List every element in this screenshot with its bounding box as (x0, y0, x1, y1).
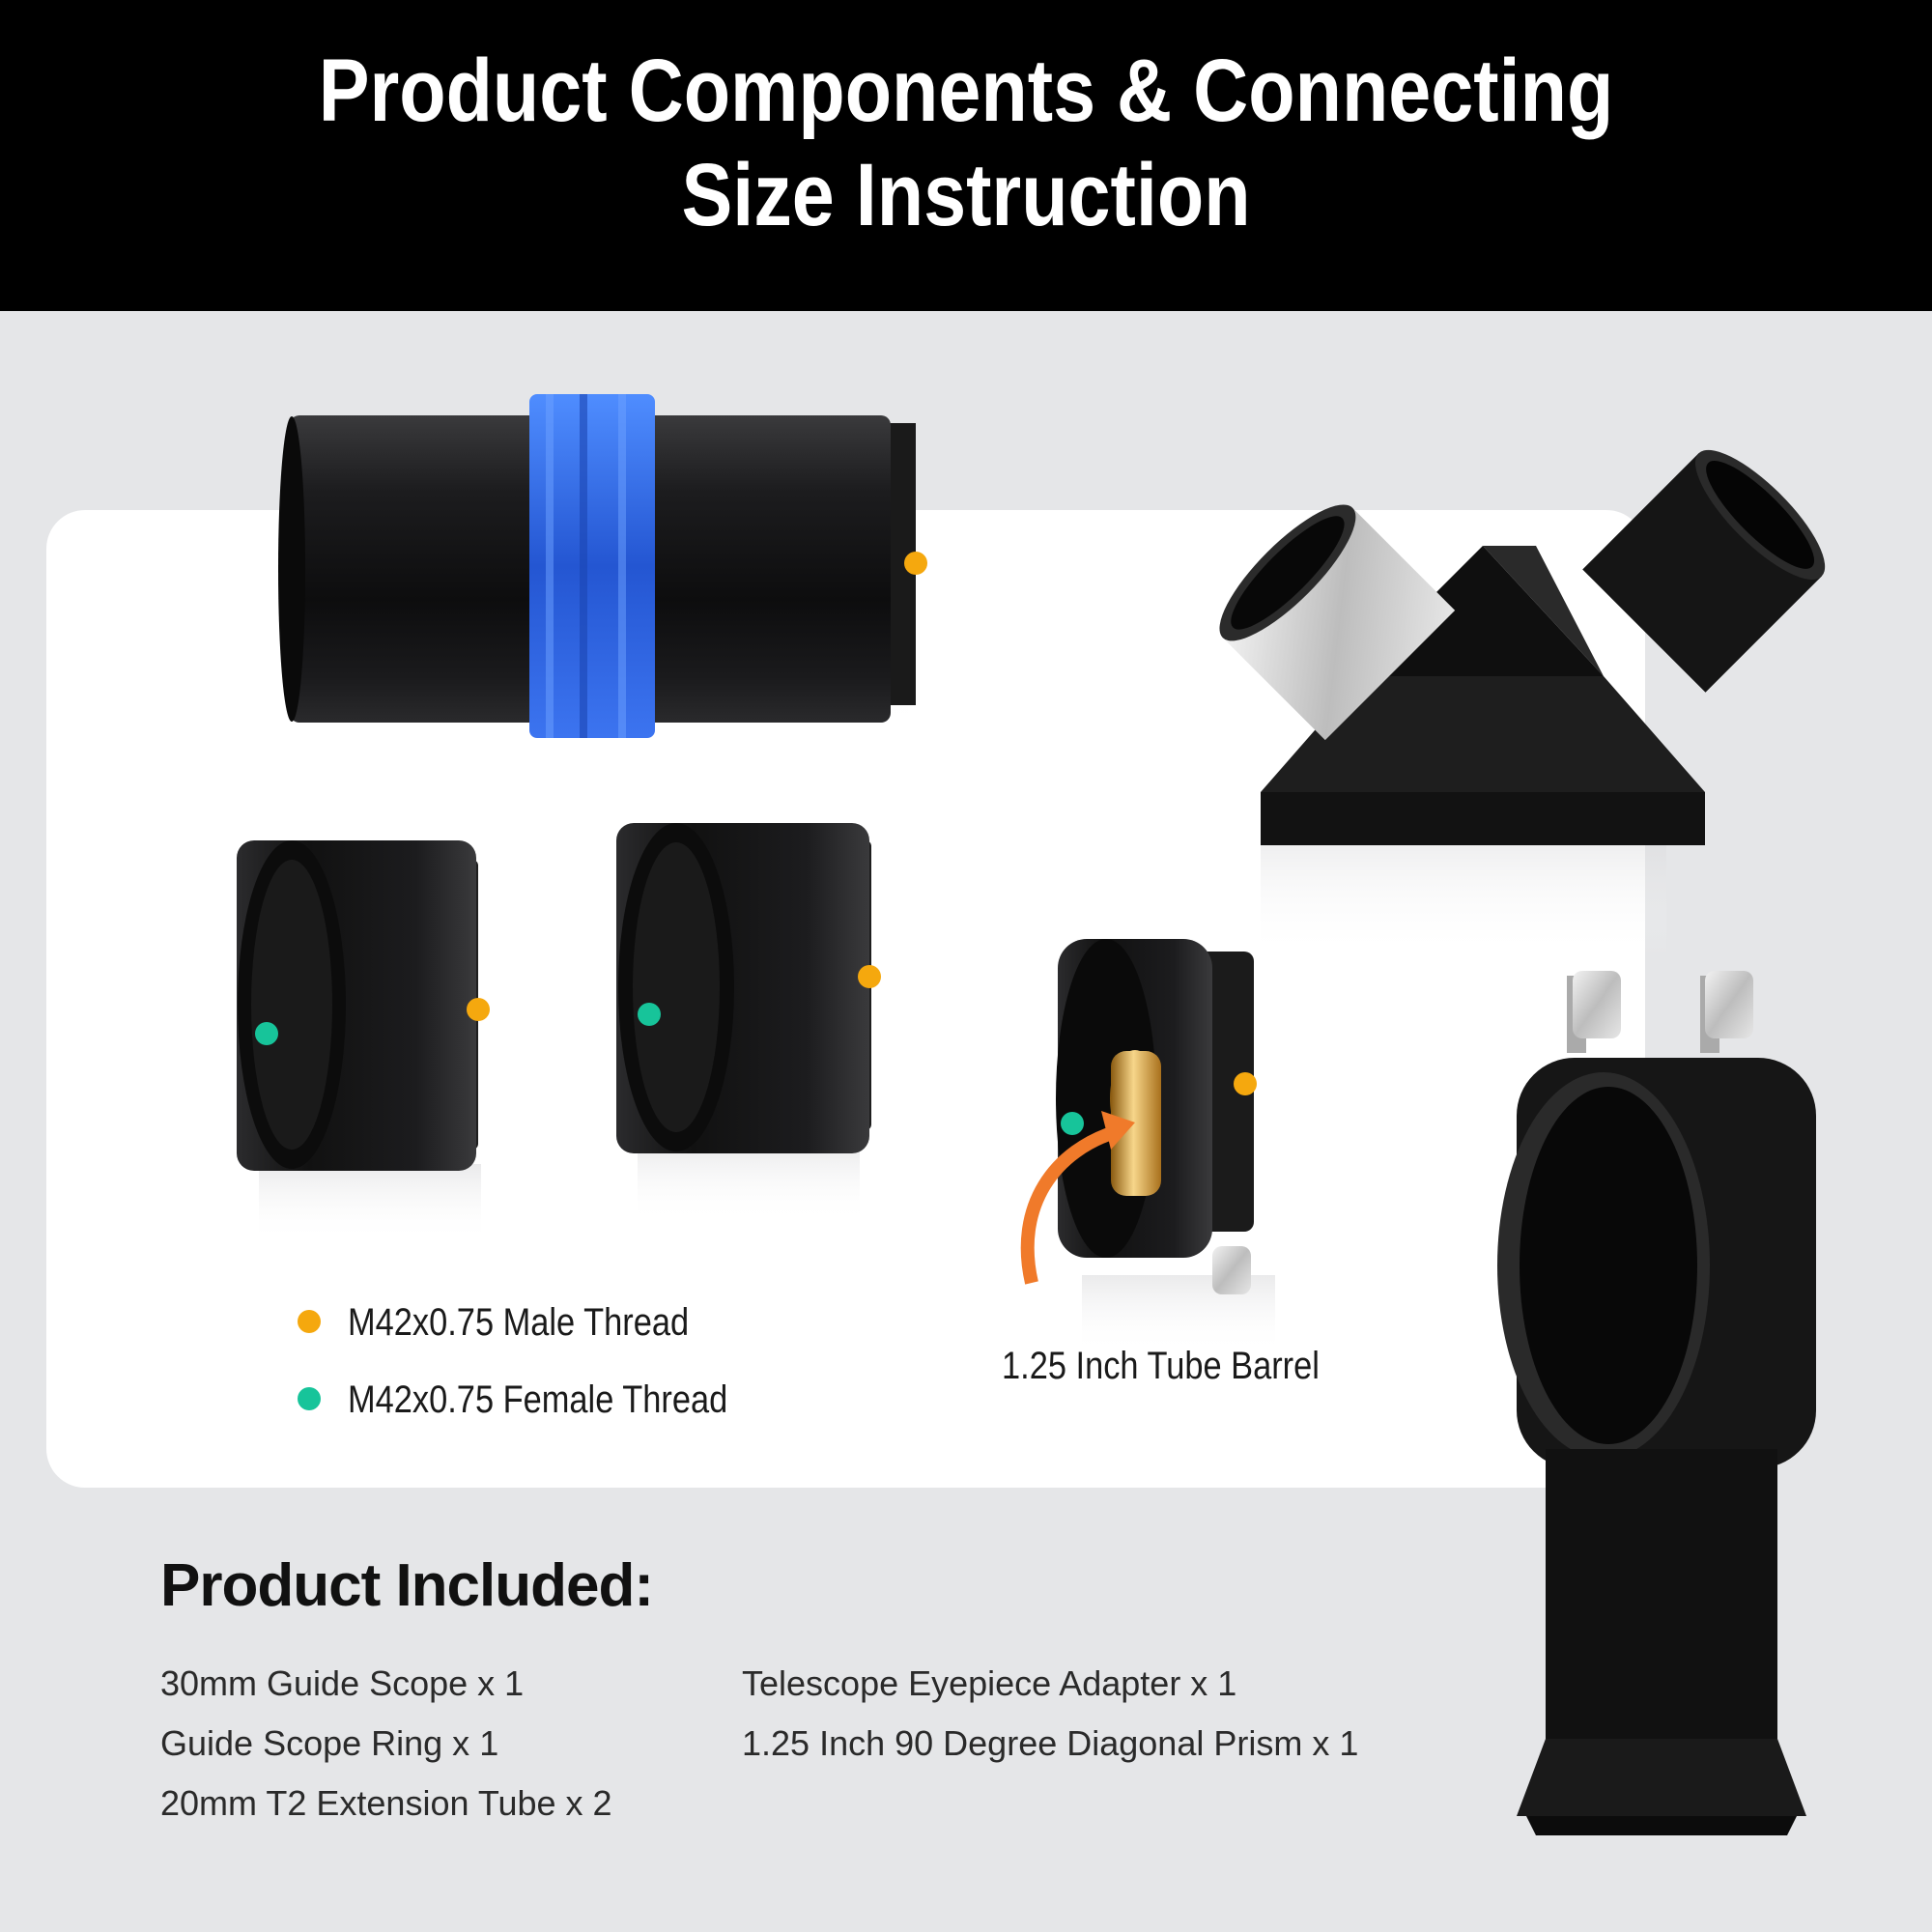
male-thread-dot (467, 998, 490, 1021)
legend-female-label: M42x0.75 Female Thread (348, 1378, 728, 1421)
included-item: 1.25 Inch 90 Degree Diagonal Prism x 1 (742, 1723, 1359, 1763)
guide-scope-ring-illustration (1497, 971, 1816, 1835)
title-line-2: Size Instruction (681, 146, 1251, 244)
page-title: Product Components & Connecting Size Ins… (135, 39, 1797, 247)
male-thread-dot (858, 965, 881, 988)
female-thread-dot (255, 1022, 278, 1045)
female-thread-dot (1061, 1112, 1084, 1135)
eyepiece-adapter-illustration (1020, 939, 1275, 1352)
orange-arrow (1020, 1123, 1123, 1285)
header-banner: Product Components & Connecting Size Ins… (0, 0, 1932, 311)
female-thread-dot (638, 1003, 661, 1026)
thumb-screw (1212, 1246, 1251, 1294)
legend-female-dot (298, 1387, 321, 1410)
title-line-1: Product Components & Connecting (318, 42, 1614, 140)
silver-eyepiece-barrel (1219, 504, 1456, 741)
tube-barrel-callout: 1.25 Inch Tube Barrel (1002, 1345, 1320, 1387)
black-nosepiece-barrel (1582, 449, 1826, 693)
included-item: Telescope Eyepiece Adapter x 1 (742, 1663, 1237, 1703)
male-thread-dot (904, 552, 927, 575)
extension-tube-2-illustration (616, 823, 871, 1222)
product-included-heading: Product Included: (160, 1552, 654, 1619)
included-item: Guide Scope Ring x 1 (160, 1723, 499, 1763)
included-item: 30mm Guide Scope x 1 (160, 1663, 525, 1703)
guide-scope-illustration (278, 394, 916, 738)
thumb-screw-right (1705, 971, 1753, 1038)
legend-male-dot (298, 1310, 321, 1333)
thumb-screw-left (1573, 971, 1621, 1038)
legend-male-label: M42x0.75 Male Thread (348, 1301, 690, 1344)
diagonal-prism-illustration (1219, 449, 1826, 956)
male-thread-dot (1234, 1072, 1257, 1095)
ring-post (1546, 1449, 1777, 1777)
extension-tube-1-illustration (237, 840, 481, 1241)
included-item: 20mm T2 Extension Tube x 2 (160, 1783, 612, 1823)
